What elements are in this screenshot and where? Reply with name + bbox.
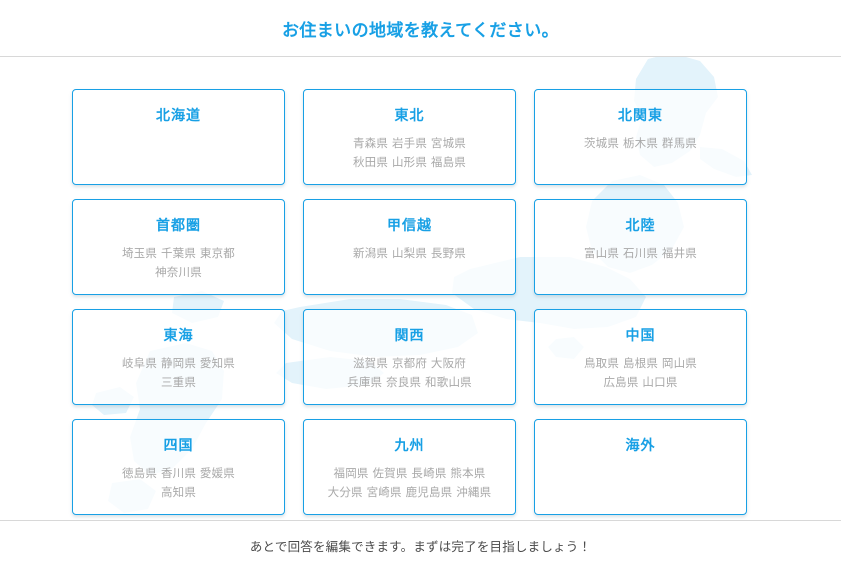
region-prefecture-list: 富山県 石川県 福井県 [535, 244, 746, 263]
region-card-kitakanto[interactable]: 北関東 茨城県 栃木県 群馬県 [534, 89, 747, 185]
region-name: 北陸 [625, 218, 656, 234]
region-prefecture-list: 埼玉県 千葉県 東京都 神奈川県 [73, 244, 284, 282]
region-name: 東海 [163, 328, 194, 344]
region-prefecture-list: 岐阜県 静岡県 愛知県 三重県 [73, 354, 284, 392]
footer-note: あとで回答を編集できます。まずは完了を目指しましょう！ [249, 539, 592, 554]
region-prefecture-list: 青森県 岩手県 宮城県 秋田県 山形県 福島県 [304, 134, 515, 172]
region-prefecture-list: 茨城県 栃木県 群馬県 [535, 134, 746, 153]
page-footer: あとで回答を編集できます。まずは完了を目指しましょう！ [0, 520, 841, 577]
page-title: お住まいの地域を教えてください。 [281, 21, 560, 41]
region-prefecture-line: 高知県 [160, 485, 197, 499]
region-name: 中国 [625, 328, 656, 344]
region-prefecture-line: 茨城県 栃木県 群馬県 [583, 136, 697, 150]
region-name: 北海道 [156, 108, 201, 124]
region-name: 海外 [625, 438, 656, 454]
region-card-kyushu[interactable]: 九州 福岡県 佐賀県 長崎県 熊本県 大分県 宮崎県 鹿児島県 沖縄県 [303, 419, 516, 515]
region-card-tokai[interactable]: 東海 岐阜県 静岡県 愛知県 三重県 [72, 309, 285, 405]
region-prefecture-line: 新潟県 山梨県 長野県 [352, 246, 466, 260]
region-prefecture-line: 滋賀県 京都府 大阪府 [352, 356, 466, 370]
region-prefecture-list: 新潟県 山梨県 長野県 [304, 244, 515, 263]
region-card-grid: 北海道 東北 青森県 岩手県 宮城県 秋田県 山形県 福島県 北関東 茨城県 栃… [72, 89, 748, 515]
region-name: 九州 [394, 438, 425, 454]
region-prefecture-line: 鳥取県 島根県 岡山県 [583, 356, 697, 370]
region-name: 関西 [394, 328, 425, 344]
region-card-hokkaido[interactable]: 北海道 [72, 89, 285, 185]
region-prefecture-line: 三重県 [160, 375, 197, 389]
region-card-kansai[interactable]: 関西 滋賀県 京都府 大阪府 兵庫県 奈良県 和歌山県 [303, 309, 516, 405]
region-prefecture-line: 大分県 宮崎県 鹿児島県 沖縄県 [327, 485, 492, 499]
region-prefecture-line: 福岡県 佐賀県 長崎県 熊本県 [333, 466, 486, 480]
region-prefecture-line: 岐阜県 静岡県 愛知県 [121, 356, 235, 370]
page-header: お住まいの地域を教えてください。 [0, 0, 841, 57]
region-card-hokuriku[interactable]: 北陸 富山県 石川県 福井県 [534, 199, 747, 295]
region-prefecture-line: 青森県 岩手県 宮城県 [352, 136, 466, 150]
region-prefecture-line: 神奈川県 [155, 265, 202, 279]
region-prefecture-list: 鳥取県 島根県 岡山県 広島県 山口県 [535, 354, 746, 392]
region-card-shikoku[interactable]: 四国 徳島県 香川県 愛媛県 高知県 [72, 419, 285, 515]
region-prefecture-line: 兵庫県 奈良県 和歌山県 [347, 375, 472, 389]
region-name: 首都圏 [156, 218, 201, 234]
region-card-chugoku[interactable]: 中国 鳥取県 島根県 岡山県 広島県 山口県 [534, 309, 747, 405]
region-prefecture-line: 埼玉県 千葉県 東京都 [121, 246, 235, 260]
region-card-shutoken[interactable]: 首都圏 埼玉県 千葉県 東京都 神奈川県 [72, 199, 285, 295]
region-card-tohoku[interactable]: 東北 青森県 岩手県 宮城県 秋田県 山形県 福島県 [303, 89, 516, 185]
region-prefecture-line: 広島県 山口県 [603, 375, 678, 389]
region-prefecture-line: 徳島県 香川県 愛媛県 [121, 466, 235, 480]
region-prefecture-list: 滋賀県 京都府 大阪府 兵庫県 奈良県 和歌山県 [304, 354, 515, 392]
region-prefecture-list: 福岡県 佐賀県 長崎県 熊本県 大分県 宮崎県 鹿児島県 沖縄県 [304, 464, 515, 502]
region-name: 甲信越 [387, 218, 432, 234]
region-name: 四国 [163, 438, 194, 454]
region-name: 北関東 [618, 108, 663, 124]
region-prefecture-line: 富山県 石川県 福井県 [583, 246, 697, 260]
region-prefecture-line: 秋田県 山形県 福島県 [352, 155, 466, 169]
region-card-koshinetsu[interactable]: 甲信越 新潟県 山梨県 長野県 [303, 199, 516, 295]
region-name: 東北 [394, 108, 425, 124]
region-prefecture-list: 徳島県 香川県 愛媛県 高知県 [73, 464, 284, 502]
region-card-kaigai[interactable]: 海外 [534, 419, 747, 515]
